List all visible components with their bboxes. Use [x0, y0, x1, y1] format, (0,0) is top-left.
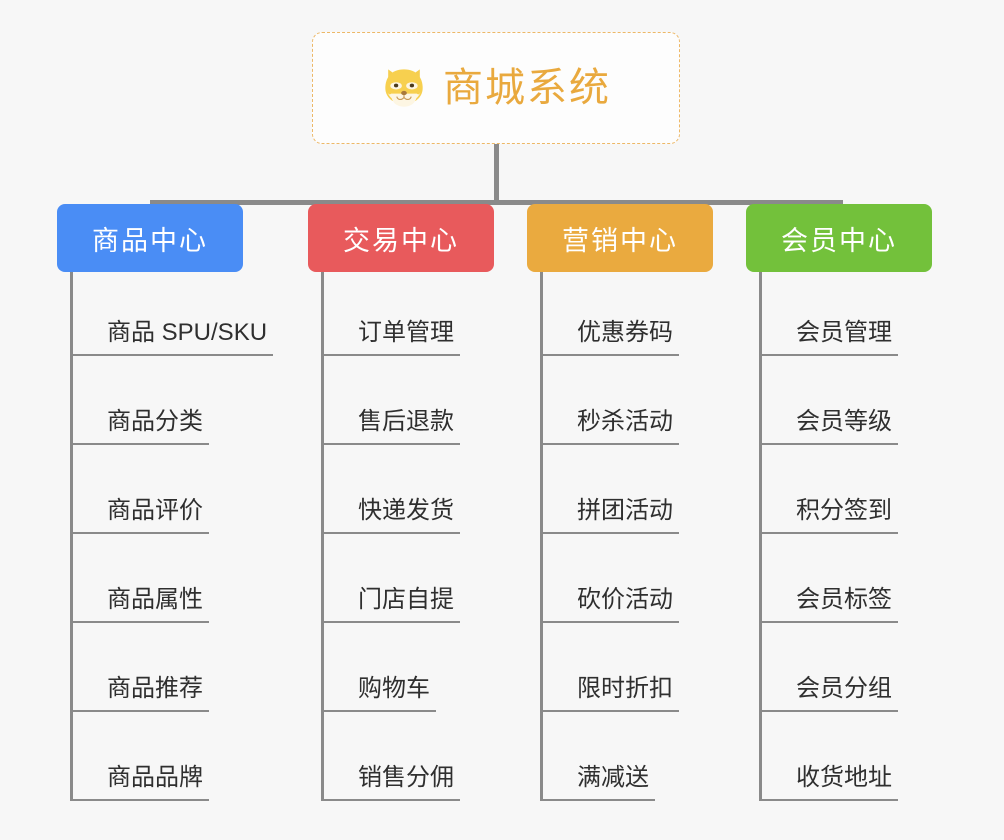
list-item[interactable]: 会员标签: [762, 534, 898, 623]
list-item[interactable]: 商品 SPU/SKU: [73, 272, 274, 356]
list-item[interactable]: 商品属性: [73, 534, 209, 623]
item-label: 商品属性: [107, 586, 203, 613]
list-item[interactable]: 销售分佣: [324, 712, 460, 801]
item-list-2: 订单管理 售后退款 快递发货 门店自提 购物车 销售分佣: [321, 272, 528, 801]
item-label: 会员等级: [796, 408, 892, 435]
list-item[interactable]: 商品推荐: [73, 623, 209, 712]
category-title: 商品中心: [92, 225, 208, 256]
item-list-3: 优惠券码 秒杀活动 拼团活动 砍价活动 限时折扣 满减送: [540, 272, 747, 801]
list-item[interactable]: 满减送: [543, 712, 655, 801]
category-header-1[interactable]: 商品中心: [57, 204, 243, 272]
category-header-4[interactable]: 会员中心: [746, 204, 932, 272]
item-list-1: 商品 SPU/SKU 商品分类 商品评价 商品属性 商品推荐 商品品牌: [70, 272, 307, 801]
item-label: 购物车: [358, 675, 430, 702]
category-header-3[interactable]: 营销中心: [527, 204, 713, 272]
item-list-4: 会员管理 会员等级 积分签到 会员标签 会员分组 收货地址: [759, 272, 966, 801]
list-item[interactable]: 商品品牌: [73, 712, 209, 801]
list-item[interactable]: 拼团活动: [543, 445, 679, 534]
connector-horizontal-bus: [152, 200, 842, 205]
list-item[interactable]: 订单管理: [324, 272, 460, 356]
list-item[interactable]: 快递发货: [324, 445, 460, 534]
item-label: 商品推荐: [107, 675, 203, 702]
list-item[interactable]: 收货地址: [762, 712, 898, 801]
item-label: 会员标签: [796, 586, 892, 613]
branch-column-2: 交易中心 订单管理 售后退款 快递发货 门店自提 购物车 销售分佣: [308, 204, 528, 801]
item-label: 满减送: [577, 764, 649, 791]
root-title: 商城系统: [443, 66, 611, 110]
root-node[interactable]: 商城系统: [312, 32, 680, 144]
item-label: 商品分类: [107, 408, 203, 435]
list-item[interactable]: 秒杀活动: [543, 356, 679, 445]
list-item[interactable]: 砍价活动: [543, 534, 679, 623]
branch-column-1: 商品中心 商品 SPU/SKU 商品分类 商品评价 商品属性 商品推荐 商品品牌: [57, 204, 307, 801]
item-label: 商品评价: [107, 497, 203, 524]
list-item[interactable]: 购物车: [324, 623, 436, 712]
item-label: 砍价活动: [577, 586, 673, 613]
item-label: 会员管理: [796, 319, 892, 346]
list-item[interactable]: 会员分组: [762, 623, 898, 712]
item-label: 优惠券码: [577, 319, 673, 346]
item-label: 门店自提: [358, 586, 454, 613]
list-item[interactable]: 会员管理: [762, 272, 898, 356]
branch-column-4: 会员中心 会员管理 会员等级 积分签到 会员标签 会员分组 收货地址: [746, 204, 966, 801]
item-label: 商品品牌: [107, 764, 203, 791]
item-label: 会员分组: [796, 675, 892, 702]
item-label: 限时折扣: [577, 675, 673, 702]
category-title: 营销中心: [562, 225, 678, 256]
list-item[interactable]: 商品分类: [73, 356, 209, 445]
shiba-dog-icon: [385, 69, 423, 107]
connector-root-stem: [494, 144, 499, 204]
item-label: 商品 SPU/SKU: [107, 319, 268, 346]
item-label: 秒杀活动: [577, 408, 673, 435]
item-label: 拼团活动: [577, 497, 673, 524]
item-label: 快递发货: [358, 497, 454, 524]
item-label: 订单管理: [358, 319, 454, 346]
category-title: 会员中心: [781, 225, 897, 256]
category-header-2[interactable]: 交易中心: [308, 204, 494, 272]
branch-column-3: 营销中心 优惠券码 秒杀活动 拼团活动 砍价活动 限时折扣 满减送: [527, 204, 747, 801]
item-label: 销售分佣: [358, 764, 454, 791]
list-item[interactable]: 限时折扣: [543, 623, 679, 712]
list-item[interactable]: 售后退款: [324, 356, 460, 445]
list-item[interactable]: 门店自提: [324, 534, 460, 623]
item-label: 售后退款: [358, 408, 454, 435]
list-item[interactable]: 积分签到: [762, 445, 898, 534]
item-label: 积分签到: [796, 497, 892, 524]
category-title: 交易中心: [343, 225, 459, 256]
list-item[interactable]: 会员等级: [762, 356, 898, 445]
list-item[interactable]: 优惠券码: [543, 272, 679, 356]
item-label: 收货地址: [796, 764, 892, 791]
list-item[interactable]: 商品评价: [73, 445, 209, 534]
